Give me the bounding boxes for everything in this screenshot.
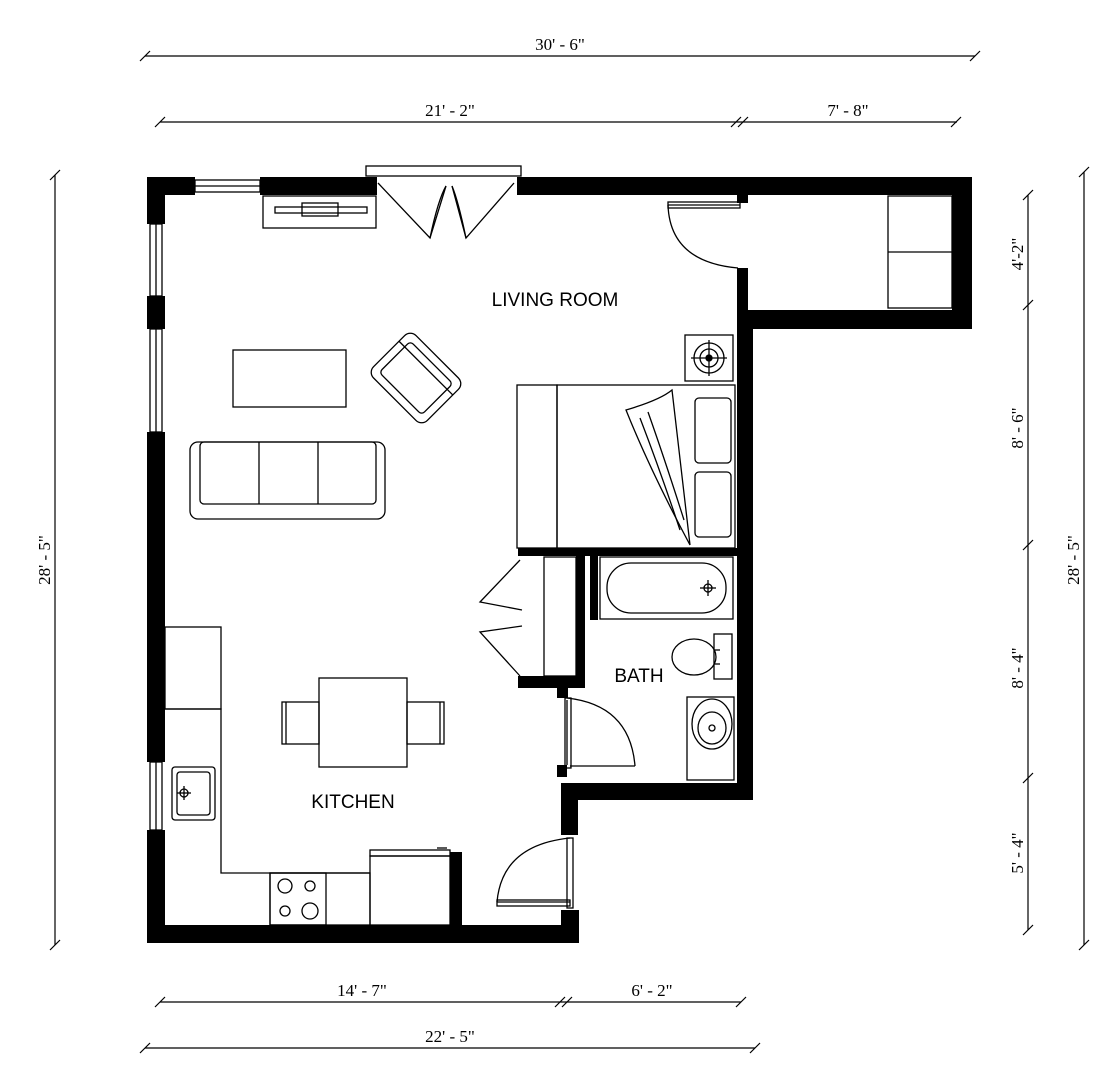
desk — [262, 195, 377, 229]
dining-table — [281, 677, 445, 768]
dim-right-seg3: 8' - 4" — [1008, 647, 1027, 688]
counter-upper — [164, 626, 222, 710]
stove — [269, 872, 371, 926]
water-heater — [684, 334, 734, 382]
room-labels: LIVING ROOM BATH KITCHEN — [311, 290, 663, 813]
furniture — [164, 195, 953, 926]
coffee-table — [232, 349, 347, 408]
toilet — [671, 633, 733, 680]
dim-left-overall: 28' - 5" — [35, 535, 54, 585]
walls — [147, 177, 972, 943]
dim-top-overall: 30' - 6" — [535, 35, 585, 54]
dim-bottom-overall: 22' - 5" — [425, 1027, 475, 1046]
bathtub — [599, 556, 734, 620]
fridge — [369, 847, 451, 926]
dim-top-right: 7' - 8" — [827, 101, 868, 120]
dim-bottom-left: 14' - 7" — [337, 981, 387, 1000]
doors — [365, 165, 741, 909]
room-label-kitchen: KITCHEN — [311, 792, 394, 813]
kitchen-sink — [171, 766, 216, 821]
room-label-bath: BATH — [614, 666, 663, 687]
dim-right-overall: 28' - 5" — [1064, 535, 1083, 585]
bed — [516, 384, 736, 549]
windows — [149, 179, 261, 831]
room-label-living-room: LIVING ROOM — [492, 290, 619, 311]
dim-top-left: 21' - 2" — [425, 101, 475, 120]
bath-sink — [686, 696, 735, 781]
dimension-lines — [49, 50, 1090, 1054]
dim-right-seg2: 8' - 6" — [1008, 407, 1027, 448]
sofa — [189, 441, 386, 520]
armchair — [370, 332, 462, 424]
dimension-labels: 30' - 6" 21' - 2" 7' - 8" 28' - 5" 28' -… — [35, 35, 1083, 1046]
dim-right-seg1: 4'-2" — [1008, 238, 1027, 271]
dim-right-seg4: 5' - 4" — [1008, 832, 1027, 873]
dim-bottom-right: 6' - 2" — [631, 981, 672, 1000]
